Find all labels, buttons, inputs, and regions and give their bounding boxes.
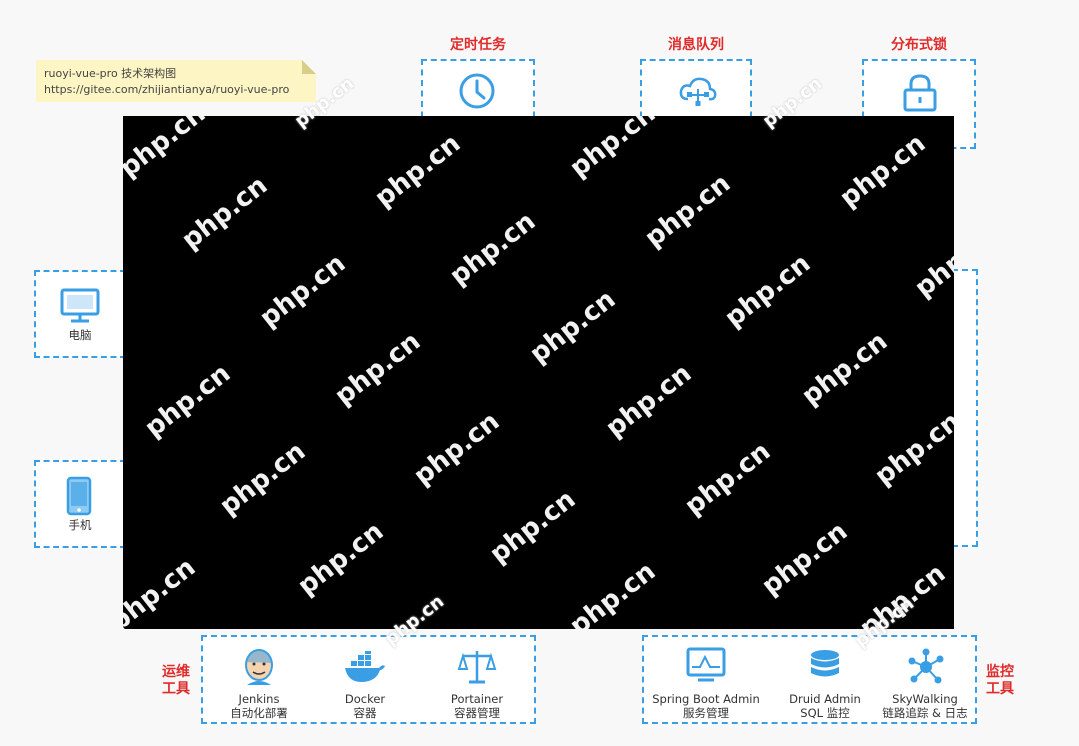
watermark-text: php.cn [123, 116, 212, 184]
watermark-text: php.cn [869, 406, 954, 492]
jenkins-desc: 自动化部署 [230, 706, 288, 720]
monitor-tools-title: 监控 工具 [986, 664, 1014, 697]
ops-tools-box: Jenkins 自动化部署 Docker 容器 Portainer 容器管理 [201, 635, 536, 724]
database-icon [811, 650, 839, 677]
scales-icon [457, 651, 497, 684]
note-title: ruoyi-vue-pro 技术架构图 [44, 67, 177, 80]
client-pc-label: 电脑 [68, 328, 92, 342]
monitor-chart-icon [686, 647, 726, 682]
watermark-text: php.cn [909, 218, 954, 304]
spring-boot-admin-name: Spring Boot Admin [652, 692, 760, 706]
watermark-text: php.cn [524, 284, 622, 370]
phone-icon [66, 476, 92, 516]
watermark-text: php.cn [214, 436, 312, 522]
watermark-text: php.cn [139, 358, 237, 444]
cloud-network-icon [679, 77, 717, 106]
spring-boot-admin-desc: 服务管理 [683, 706, 729, 720]
watermark-text: php.cn [564, 116, 662, 184]
info-note: ruoyi-vue-pro 技术架构图 https://gitee.com/zh… [36, 60, 316, 102]
watermark-text: php.cn [679, 436, 777, 522]
watermark-text: php.cn [123, 552, 202, 629]
client-mobile-box: 手机 [34, 460, 126, 548]
message-queue-title: 消息队列 [668, 37, 724, 53]
druid-admin-desc: SQL 监控 [800, 706, 850, 720]
druid-admin-name: Druid Admin [789, 692, 861, 706]
watermark-text: php.cn [600, 358, 698, 444]
clock-icon [459, 73, 495, 109]
watermark-text: php.cn [834, 128, 932, 214]
watermark-text: php.cn [564, 556, 662, 629]
watermark-text: php.cn [639, 168, 737, 254]
note-url: https://gitee.com/zhijiantianya/ruoyi-vu… [44, 83, 290, 96]
jenkins-name: Jenkins [238, 692, 280, 706]
watermark-text: php.cn [444, 206, 542, 292]
distributed-lock-title: 分布式锁 [891, 37, 947, 53]
watermark-text: php.cn [408, 406, 506, 492]
watermark-text: php.cn [719, 248, 817, 334]
lock-icon [903, 74, 937, 112]
watermark-text: php.cn [329, 326, 427, 412]
docker-whale-icon [345, 651, 385, 682]
network-nodes-icon [908, 648, 944, 684]
monitor-icon [60, 288, 100, 323]
right-partial-box [952, 269, 978, 547]
client-pc-box: 电脑 [34, 270, 126, 358]
note-fold-corner [302, 60, 316, 74]
jenkins-icon [245, 649, 273, 685]
watermark-text: php.cn [484, 484, 582, 570]
monitor-tools-box: Spring Boot Admin 服务管理 Druid Admin SQL 监… [642, 635, 977, 724]
skywalking-desc: 链路追踪 & 日志 [882, 706, 968, 720]
scheduled-task-title: 定时任务 [450, 37, 506, 53]
watermark-text: php.cn [176, 170, 274, 256]
portainer-desc: 容器管理 [454, 706, 500, 720]
watermark-text: php.cn [254, 248, 352, 334]
watermark-text: php.cn [756, 516, 854, 602]
docker-name: Docker [344, 692, 386, 706]
docker-desc: 容器 [353, 706, 377, 720]
skywalking-name: SkyWalking [892, 692, 958, 706]
watermark-text: php.cn [292, 516, 390, 602]
client-mobile-label: 手机 [68, 518, 92, 532]
ops-tools-title: 运维 工具 [162, 664, 190, 697]
portainer-name: Portainer [450, 692, 504, 706]
watermark-text: php.cn [796, 326, 894, 412]
redacted-region: php.cn php.cn php.cn php.cn php.cn php.c… [123, 116, 954, 629]
watermark-text: php.cn [369, 128, 467, 214]
